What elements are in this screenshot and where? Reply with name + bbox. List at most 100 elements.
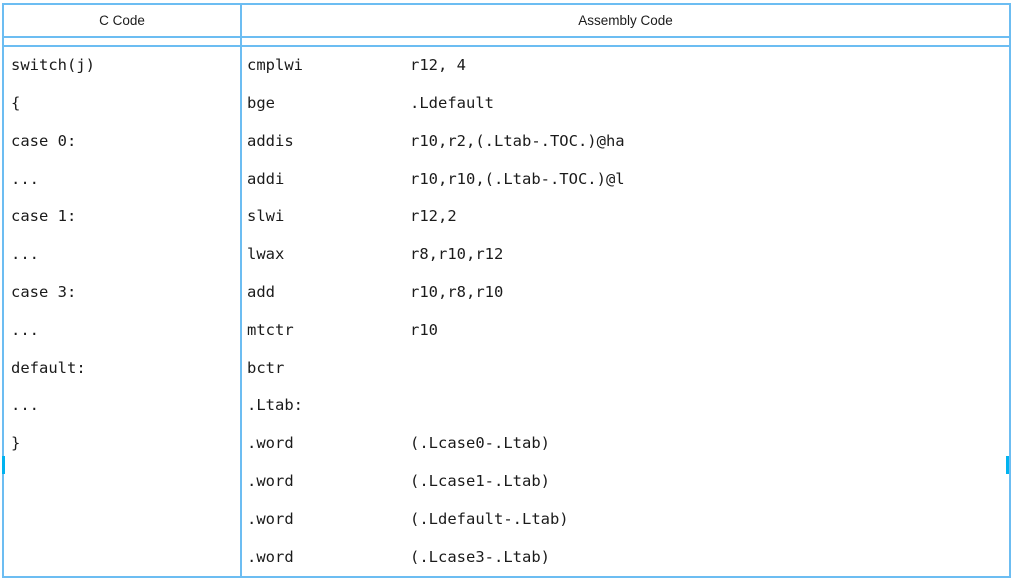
- header-divider-rule: [2, 36, 1011, 47]
- assembly-mnemonic: lwax: [247, 245, 285, 264]
- c-code-cell: [2, 538, 242, 578]
- c-code-line: ...: [11, 245, 39, 264]
- assembly-code-cell: add r10,r8,r10: [241, 273, 1011, 312]
- assembly-operands: r10,r8,r10: [410, 282, 504, 301]
- table-row: ... .Ltab:: [2, 387, 1011, 425]
- assembly-mnemonic: add: [247, 282, 275, 301]
- c-code-line: ...: [11, 169, 39, 188]
- assembly-mnemonic: addi: [247, 169, 285, 188]
- assembly-line: mtctr r10: [242, 320, 1009, 339]
- assembly-code-cell: cmplwi r12, 4: [241, 46, 1011, 85]
- table-row: .word (.Lcase3-.Ltab): [2, 538, 1011, 578]
- code-comparison-table: C Code Assembly Code switch(j) cmplwi r12,…: [2, 3, 1011, 578]
- c-code-cell: }: [2, 424, 242, 463]
- table-row: case 3: add r10,r8,r10: [2, 273, 1011, 312]
- assembly-code-cell: .word (.Lcase0-.Ltab): [241, 424, 1011, 463]
- assembly-mnemonic: mtctr: [247, 320, 294, 339]
- c-code-cell: default:: [2, 349, 242, 388]
- assembly-code-cell: .word (.Lcase1-.Ltab): [241, 462, 1011, 501]
- column-header-c-code: C Code: [2, 3, 242, 37]
- column-header-assembly-code: Assembly Code: [241, 3, 1011, 37]
- table-row: default: bctr: [2, 349, 1011, 388]
- assembly-mnemonic: .word: [247, 434, 294, 453]
- c-code-cell: case 3:: [2, 273, 242, 312]
- assembly-mnemonic: .word: [247, 547, 294, 566]
- assembly-mnemonic: bge: [247, 93, 275, 112]
- c-code-cell: case 1:: [2, 198, 242, 236]
- assembly-line: .word (.Lcase3-.Ltab): [242, 547, 1009, 566]
- assembly-operands: (.Lcase1-.Ltab): [410, 471, 550, 490]
- assembly-mnemonic: cmplwi: [247, 56, 303, 75]
- c-code-cell: ...: [2, 160, 242, 199]
- assembly-line: .word (.Lcase1-.Ltab): [242, 471, 1009, 490]
- table-row: case 0: addis r10,r2,(.Ltab-.TOC.)@ha: [2, 122, 1011, 161]
- table-row: ... mtctr r10: [2, 311, 1011, 350]
- assembly-line: .word (.Lcase0-.Ltab): [242, 436, 1009, 452]
- assembly-operands: r10,r10,(.Ltab-.TOC.)@l: [410, 169, 625, 188]
- c-code-line: case 0:: [11, 131, 77, 150]
- assembly-code-cell: addi r10,r10,(.Ltab-.TOC.)@l: [241, 160, 1011, 199]
- assembly-code-cell: slwi r12,2: [241, 198, 1011, 236]
- c-code-cell: [2, 500, 242, 539]
- assembly-mnemonic: .word: [247, 509, 294, 528]
- assembly-code-cell: .Ltab:: [241, 387, 1011, 425]
- assembly-mnemonic: addis: [247, 131, 294, 150]
- c-code-cell: switch(j): [2, 46, 242, 85]
- assembly-operands: r10,r2,(.Ltab-.TOC.)@ha: [410, 131, 625, 150]
- assembly-line: cmplwi r12, 4: [242, 58, 1009, 74]
- assembly-operands: r12,2: [410, 207, 457, 226]
- table-row: { bge .Ldefault: [2, 84, 1011, 123]
- assembly-mnemonic: bctr: [247, 358, 285, 377]
- c-code-cell: ...: [2, 311, 242, 350]
- c-code-line: ...: [11, 320, 39, 339]
- c-code-line: default:: [11, 358, 86, 377]
- assembly-code-cell: bctr: [241, 349, 1011, 388]
- table-row: .word (.Lcase1-.Ltab): [2, 462, 1011, 501]
- assembly-operands: r8,r10,r12: [410, 245, 504, 264]
- table-row: switch(j) cmplwi r12, 4: [2, 46, 1011, 85]
- assembly-mnemonic: .Ltab:: [247, 396, 303, 415]
- c-code-line: {: [11, 93, 21, 112]
- assembly-code-cell: .word (.Ldefault-.Ltab): [241, 500, 1011, 539]
- assembly-mnemonic: slwi: [247, 207, 285, 226]
- assembly-operands: (.Lcase3-.Ltab): [410, 547, 550, 566]
- assembly-code-cell: lwax r8,r10,r12: [241, 235, 1011, 274]
- assembly-mnemonic: .word: [247, 471, 294, 490]
- assembly-line: .word (.Ldefault-.Ltab): [242, 509, 1009, 528]
- assembly-operands: (.Ldefault-.Ltab): [410, 509, 569, 528]
- c-code-line: case 3:: [11, 282, 77, 301]
- c-code-cell: case 0:: [2, 122, 242, 161]
- assembly-operands: .Ldefault: [410, 93, 494, 112]
- table-row: } .word (.Lcase0-.Ltab): [2, 424, 1011, 463]
- c-code-cell: ...: [2, 387, 242, 425]
- table-header: C Code Assembly Code: [2, 3, 1011, 47]
- c-code-line: switch(j): [11, 56, 95, 75]
- assembly-operands: r10: [410, 320, 438, 339]
- assembly-code-cell: bge .Ldefault: [241, 84, 1011, 123]
- c-code-line: ...: [11, 396, 39, 415]
- assembly-operands: r12, 4: [410, 56, 466, 75]
- assembly-line: .Ltab:: [242, 398, 1009, 414]
- c-code-line: case 1:: [11, 207, 77, 226]
- assembly-line: bge .Ldefault: [242, 93, 1009, 112]
- header-rule-right: [241, 36, 1011, 47]
- header-rule-left: [2, 36, 242, 47]
- assembly-line: addi r10,r10,(.Ltab-.TOC.)@l: [242, 169, 1009, 188]
- table-row: .word (.Ldefault-.Ltab): [2, 500, 1011, 539]
- c-code-cell: [2, 462, 242, 501]
- assembly-line: addis r10,r2,(.Ltab-.TOC.)@ha: [242, 131, 1009, 150]
- header-row: C Code Assembly Code: [2, 3, 1011, 37]
- assembly-code-cell: mtctr r10: [241, 311, 1011, 350]
- assembly-code-cell: addis r10,r2,(.Ltab-.TOC.)@ha: [241, 122, 1011, 161]
- assembly-line: lwax r8,r10,r12: [242, 247, 1009, 263]
- c-code-cell: {: [2, 84, 242, 123]
- table-body: switch(j) cmplwi r12, 4 { bge .Ldefault case 0…: [2, 46, 1011, 578]
- table-row: ... addi r10,r10,(.Ltab-.TOC.)@l: [2, 160, 1011, 199]
- assembly-code-cell: .word (.Lcase3-.Ltab): [241, 538, 1011, 578]
- assembly-operands: (.Lcase0-.Ltab): [410, 434, 550, 453]
- assembly-line: bctr: [242, 358, 1009, 377]
- right-edge-marker: [1006, 456, 1009, 474]
- assembly-line: slwi r12,2: [242, 209, 1009, 225]
- assembly-line: add r10,r8,r10: [242, 282, 1009, 301]
